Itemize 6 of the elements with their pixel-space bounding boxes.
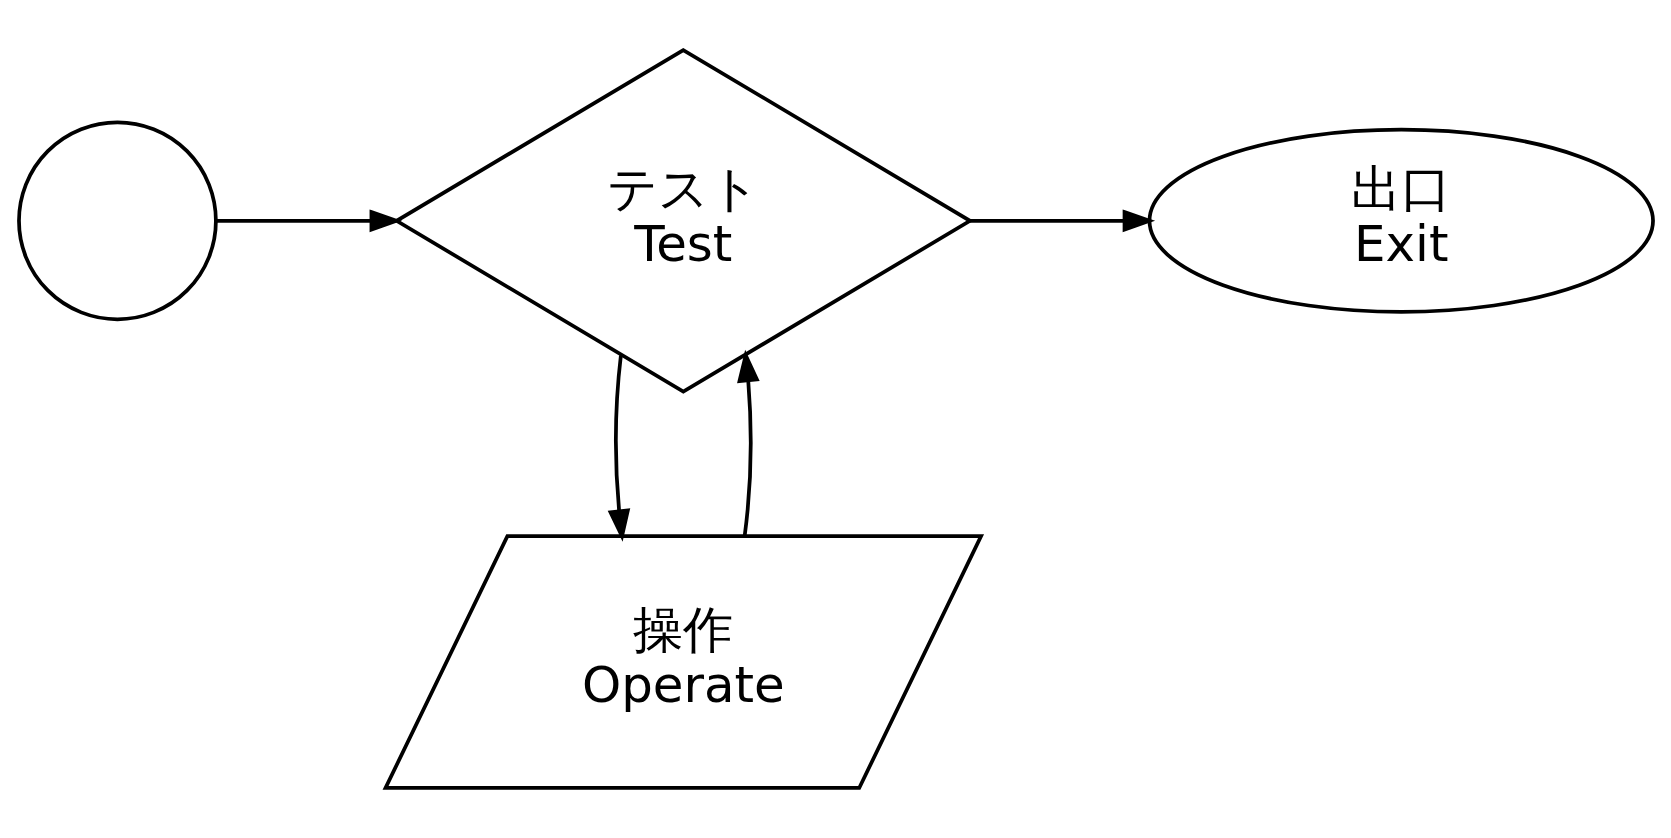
arrow: [969, 209, 1155, 233]
arrow: [216, 209, 402, 233]
arrow: [736, 349, 760, 537]
arrow: [607, 355, 630, 542]
node-ellipse: 出口 Exit: [1147, 127, 1655, 314]
node-circle: [16, 120, 218, 322]
